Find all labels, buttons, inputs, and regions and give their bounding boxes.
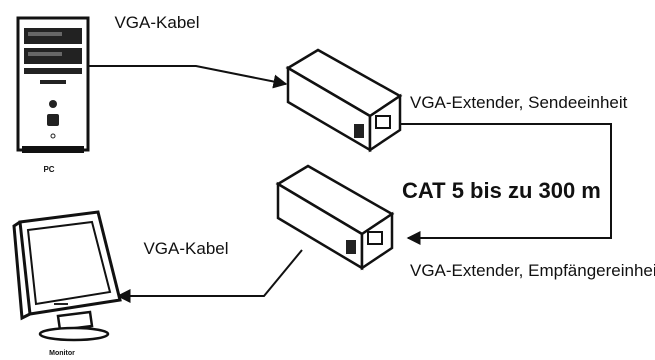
pc-label: PC [43,165,54,174]
receiver-unit [275,164,395,271]
transmitter-label: VGA-Extender, Sendeeinheit [410,93,628,112]
receiver-label: VGA-Extender, Empfängereinheit [410,261,655,280]
vga-cable-top-label: VGA-Kabel [114,13,199,32]
monitor-label: Monitor [49,350,75,357]
transmitter-unit [285,48,403,153]
vga-cable-bottom-line [116,249,303,303]
monitor-device [12,210,122,342]
cat5-label: CAT 5 bis zu 300 m [402,178,601,203]
pc-tower [16,16,90,153]
cat5-link [400,123,612,245]
vga-cable-top-line [88,65,288,89]
vga-cable-bottom-label: VGA-Kabel [143,239,228,258]
